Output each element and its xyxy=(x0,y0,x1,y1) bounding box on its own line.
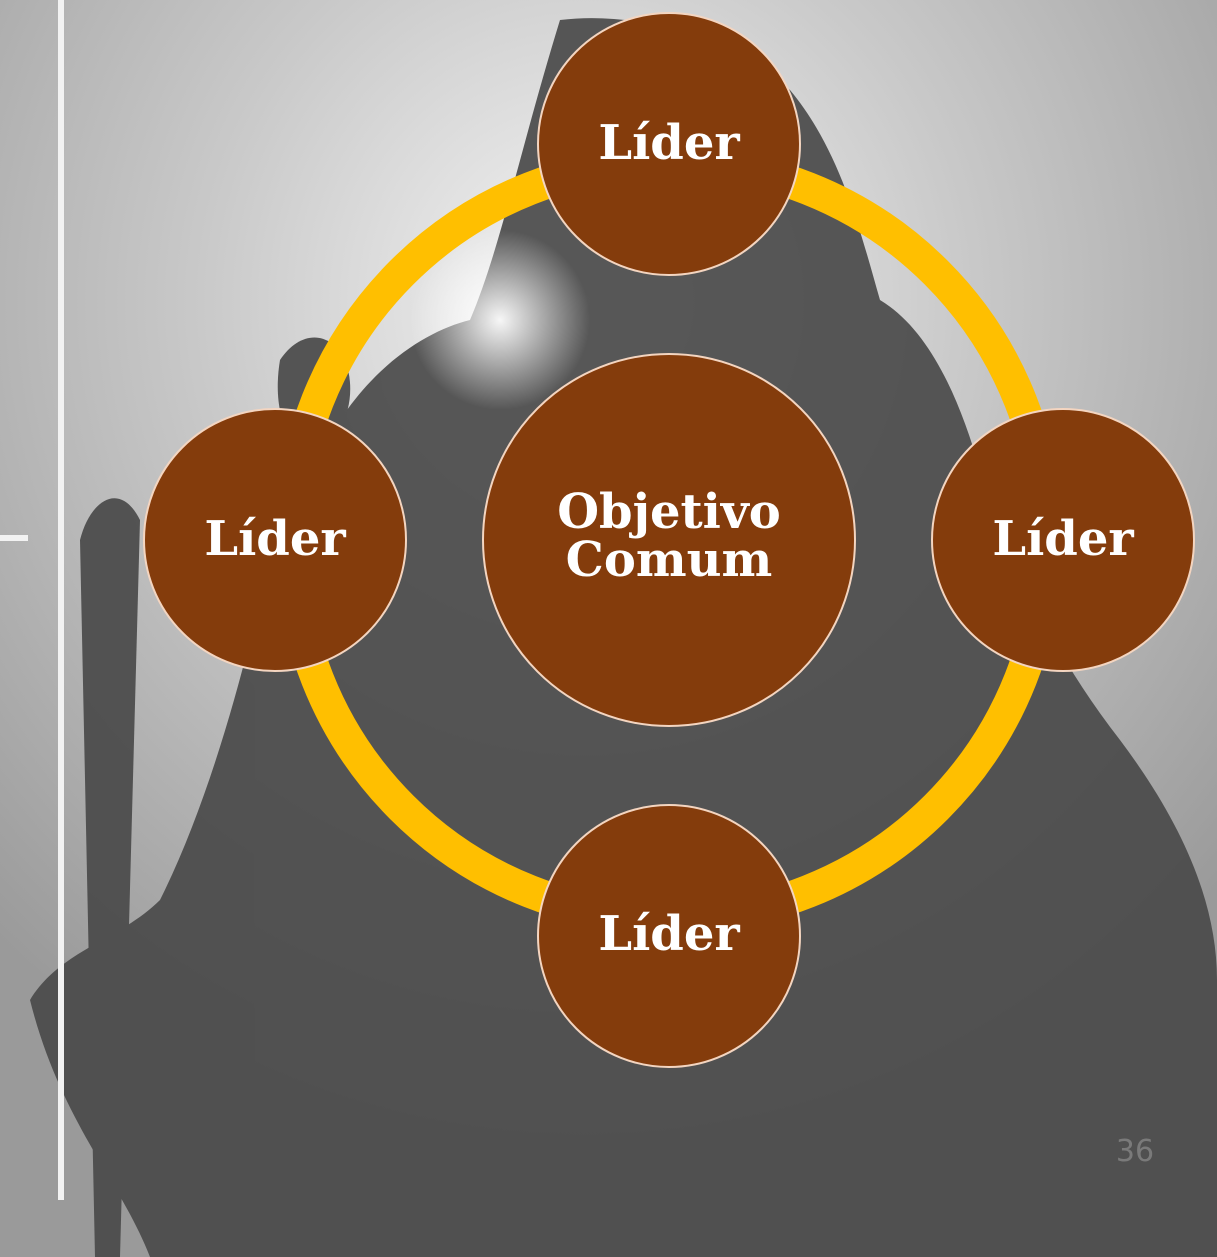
center-label-line1: Objetivo xyxy=(557,484,781,540)
center-label: Objetivo Comum xyxy=(519,488,819,584)
leader-label-right: Líder xyxy=(992,511,1134,567)
leader-label-bottom: Líder xyxy=(598,906,740,962)
leader-node-top xyxy=(537,12,801,276)
slide-number: 36 xyxy=(1115,1134,1155,1169)
sun-glare xyxy=(410,230,590,410)
vertical-accent-line xyxy=(58,0,64,1200)
leader-node-left xyxy=(143,408,407,672)
leader-node-right xyxy=(931,408,1195,672)
horizontal-accent-line xyxy=(0,535,28,541)
leader-label-top: Líder xyxy=(598,115,740,171)
leader-label-left: Líder xyxy=(204,511,346,567)
center-node xyxy=(482,353,856,727)
center-label-line2: Comum xyxy=(565,532,773,588)
leader-node-bottom xyxy=(537,804,801,1068)
